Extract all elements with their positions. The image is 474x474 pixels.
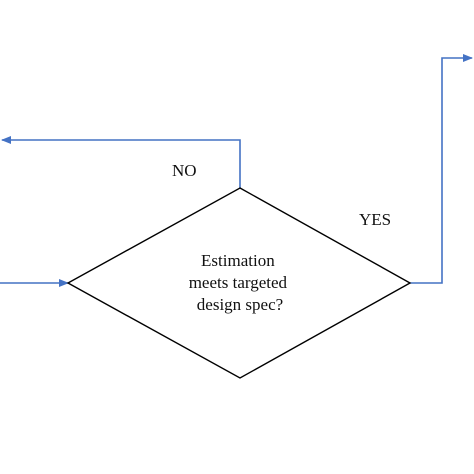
decision-diamond bbox=[66, 187, 412, 379]
yes-branch-connector bbox=[410, 54, 473, 284]
no-label: NO bbox=[172, 161, 197, 180]
no-branch-connector bbox=[1, 136, 241, 188]
decision-text-line-3: design spec? bbox=[197, 295, 283, 314]
yes-label: YES bbox=[359, 210, 391, 229]
decision-text-line-2: meets targeted bbox=[189, 273, 288, 292]
decision-text: Estimation meets targeted design spec? bbox=[189, 251, 292, 314]
decision-text-line-1: Estimation bbox=[201, 251, 275, 270]
